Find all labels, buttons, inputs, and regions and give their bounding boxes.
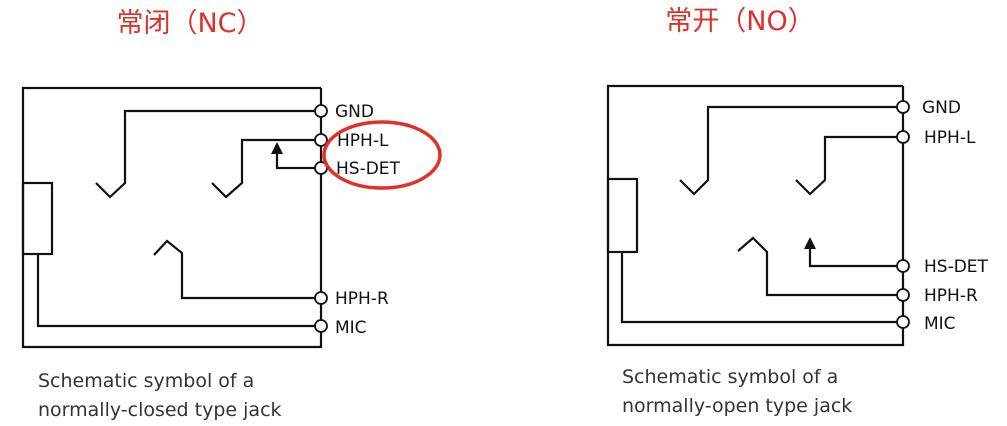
hphr-contact	[153, 239, 321, 300]
hphr-label: HPH-R	[335, 289, 389, 309]
gnd-label: GND	[922, 98, 961, 118]
mic-label: MIC	[335, 318, 367, 338]
highlight-ellipse	[322, 120, 442, 190]
hphl-label: HPH-L	[924, 128, 976, 148]
plug-sleeve	[606, 177, 639, 254]
hphl-contact	[795, 135, 903, 196]
hphr-pin	[896, 288, 910, 302]
nc-title: 常闭（NC）	[116, 8, 263, 39]
mic-pin	[314, 319, 328, 333]
hsdet-contact	[275, 152, 321, 170]
hsdet-label: HS-DET	[924, 257, 989, 277]
hphr-pin	[314, 291, 328, 305]
no-jack-schematic: 常开（NO） GND HPH-L HS-DET HPH-R MIC Schema…	[606, 6, 989, 417]
gnd-pin	[896, 100, 910, 114]
no-caption-line1: Schematic symbol of a	[622, 366, 838, 388]
hphl-contact	[211, 138, 321, 199]
gnd-contact	[679, 105, 903, 196]
no-caption-line2: normally-open type jack	[622, 395, 852, 417]
jack-body-outline	[21, 86, 323, 349]
no-title: 常开（NO）	[665, 6, 814, 37]
mic-contact	[36, 254, 321, 328]
hphr-contact	[737, 236, 903, 297]
gnd-contact	[95, 109, 321, 199]
jack-body-outline	[606, 84, 905, 347]
hphl-label: HPH-L	[337, 131, 389, 151]
nc-caption-line2: normally-closed type jack	[38, 399, 282, 421]
hsdet-contact	[808, 247, 903, 268]
mic-label: MIC	[924, 314, 956, 334]
hsdet-label: HS-DET	[336, 159, 401, 179]
hphl-pin	[314, 133, 328, 147]
gnd-pin	[314, 104, 328, 118]
hphl-pin	[896, 130, 910, 144]
hsdet-pin	[896, 259, 910, 273]
mic-contact	[620, 252, 903, 324]
gnd-label: GND	[335, 102, 374, 122]
plug-sleeve	[21, 181, 54, 256]
hsdet-arrow-icon	[804, 237, 816, 249]
mic-pin	[896, 315, 910, 329]
hphr-label: HPH-R	[924, 286, 978, 306]
nc-jack-schematic: 常闭（NC） GND HPH-L HS-DET HPH-R MIC Schema…	[21, 8, 442, 421]
nc-caption-line1: Schematic symbol of a	[38, 370, 254, 392]
hsdet-arrow-icon	[271, 142, 283, 154]
